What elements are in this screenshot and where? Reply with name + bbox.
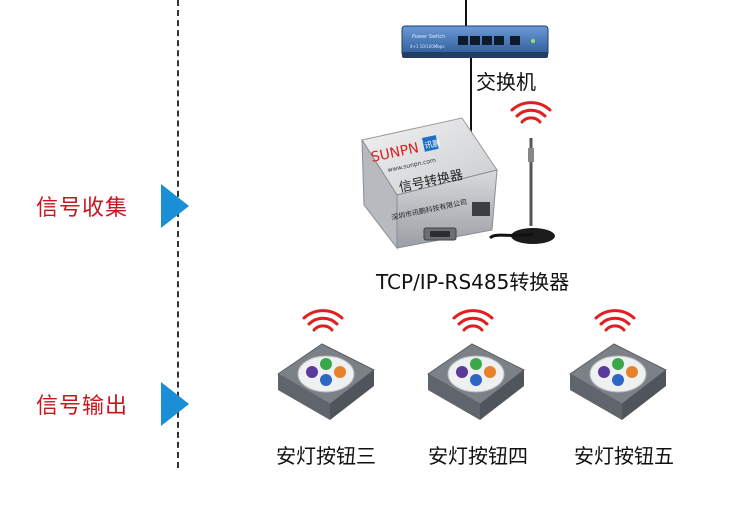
- switch-label: 交换机: [476, 70, 536, 94]
- andon-button-device: [569, 309, 667, 420]
- converter-device: SUNPN 讯鹏 www.sunpn.com 信号转换器 深圳市讯鹏科技有限公司: [361, 117, 498, 250]
- wifi-signal-icon: [510, 101, 552, 124]
- wifi-signal-icon: [594, 309, 636, 332]
- network-cable-uplink: [465, 0, 467, 26]
- converter-label: TCP/IP-RS485转换器: [376, 270, 570, 294]
- stage-label-output: 信号输出: [36, 394, 129, 419]
- wifi-signal-icon: [302, 309, 344, 332]
- stage-label-collect: 信号收集: [36, 196, 129, 221]
- arrow-right-icon: [161, 184, 189, 228]
- andon-button-label: 安灯按钮五: [574, 444, 674, 468]
- converter-logo-cn: 讯鹏: [424, 137, 442, 150]
- ethernet-port-icon: [458, 36, 520, 45]
- antenna-icon: [488, 101, 555, 244]
- network-cable-downlink: [470, 58, 472, 163]
- andon-button-label: 安灯按钮四: [428, 444, 528, 468]
- wifi-signal-icon: [452, 309, 494, 332]
- andon-button-device: [427, 309, 525, 420]
- andon-button-device: [277, 309, 375, 420]
- stage-divider-line: [177, 0, 179, 468]
- andon-button-label: 安灯按钮三: [276, 444, 376, 468]
- switch-model-text: 4+1 10/100Mbps: [410, 44, 444, 49]
- switch-brand-text: Power Switch: [412, 34, 445, 40]
- switch-device: Power Switch 4+1 10/100Mbps: [401, 25, 549, 58]
- arrow-right-icon: [161, 382, 189, 426]
